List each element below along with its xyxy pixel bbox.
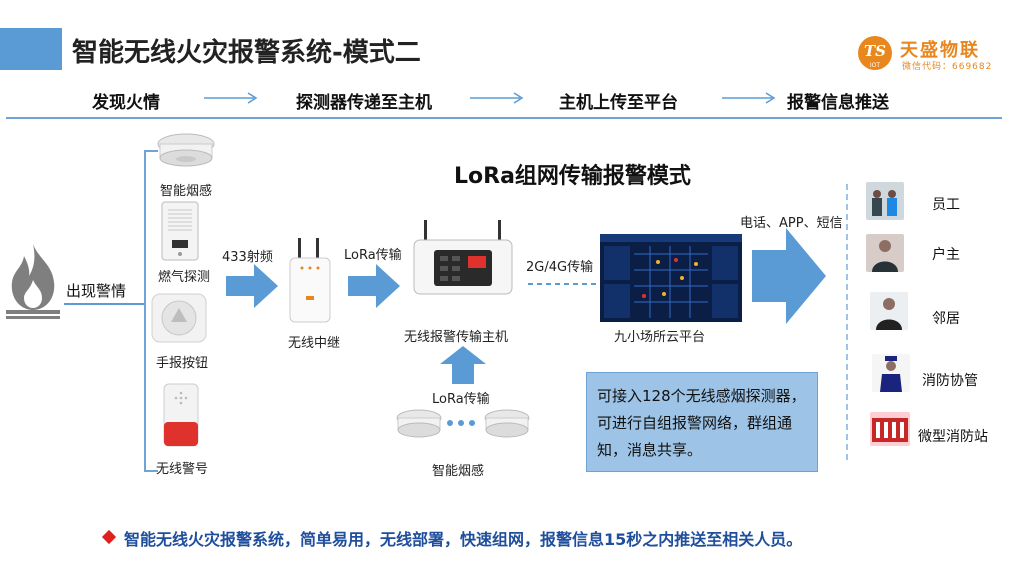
step-discover-fire: 发现火情 <box>92 93 160 113</box>
detector-group-bracket <box>144 150 158 472</box>
ellipsis-dots <box>447 420 475 426</box>
fire-icon <box>6 244 60 319</box>
wireless-relay-device <box>289 238 331 323</box>
bottom-smoke-detector-right <box>484 409 530 438</box>
fire-alarm-label: 出现警情 <box>66 282 127 300</box>
step-arrow-2 <box>470 92 524 104</box>
recipient-label-staff: 员工 <box>932 197 960 213</box>
recipient-label-owner: 户主 <box>932 247 960 263</box>
manual-button-device <box>151 293 207 343</box>
detector-label-siren: 无线警号 <box>156 462 209 477</box>
recipients-dashed-line <box>846 184 848 460</box>
recipient-photo-staff <box>866 182 904 220</box>
page-title: 智能无线火灾报警系统-模式二 <box>72 38 421 68</box>
link-label-433: 433射频 <box>222 250 273 265</box>
cloud-platform-screen <box>600 234 742 322</box>
relay-label: 无线中继 <box>288 336 341 351</box>
bottom-smoke-label: 智能烟感 <box>432 464 485 479</box>
step-arrow-1 <box>204 92 258 104</box>
recipient-photo-owner <box>866 234 904 272</box>
gas-detector-device <box>161 201 199 261</box>
bottom-smoke-detector-left <box>396 409 442 438</box>
brand-logo-mark: TS IOT <box>858 36 892 70</box>
bottom-link-label: LoRa传输 <box>432 392 490 407</box>
arrow-lora <box>348 264 400 308</box>
brand-logo: TS IOT 天盛物联 微信代码：669682 <box>856 34 998 74</box>
alarm-host-device <box>413 220 513 295</box>
logo-mark-text: IOT <box>870 62 880 69</box>
push-channels-label: 电话、APP、短信 <box>740 216 843 231</box>
footer-bullet-icon <box>101 529 117 545</box>
title-accent-bar <box>0 28 62 70</box>
recipient-label-neighbor: 邻居 <box>932 311 960 327</box>
footer-summary: 智能无线火灾报警系统，简单易用，无线部署，快速组网，报警信息15秒之内推送至相关… <box>124 530 803 549</box>
link-4g-dashed-line <box>528 283 596 285</box>
platform-label: 九小场所云平台 <box>614 330 706 345</box>
arrow-433 <box>226 264 278 308</box>
detector-label-button: 手报按钮 <box>156 356 209 371</box>
header-divider <box>6 117 1002 119</box>
brand-subtitle: 微信代码：669682 <box>902 62 993 72</box>
step-host-to-platform: 主机上传至平台 <box>559 93 678 113</box>
recipient-photo-neighbor <box>870 292 908 330</box>
diagram-title: LoRa组网传输报警模式 <box>454 164 691 189</box>
wireless-siren-device <box>163 383 199 447</box>
recipient-label-mini-fire-station: 微型消防站 <box>918 429 988 445</box>
recipient-photo-mini-fire-station <box>870 412 910 446</box>
detector-label-smoke: 智能烟感 <box>160 184 213 199</box>
arrow-up-to-host <box>440 346 486 384</box>
step-push-alarm: 报警信息推送 <box>787 93 889 113</box>
step-arrow-3 <box>722 92 776 104</box>
link-label-lora: LoRa传输 <box>344 248 402 263</box>
info-box: 可接入128个无线感烟探测器，可进行自组报警网络，群组通知，消息共享。 <box>586 372 818 472</box>
svg-text:TS: TS <box>864 42 886 60</box>
brand-name: 天盛物联 <box>900 40 980 61</box>
recipient-photo-fire-assistant <box>872 354 910 392</box>
host-label: 无线报警传输主机 <box>404 330 509 345</box>
step-detector-to-host: 探测器传递至主机 <box>296 93 432 113</box>
smoke-detector-device <box>157 133 215 167</box>
arrow-push <box>752 228 826 324</box>
fire-to-detectors-line <box>64 303 146 305</box>
link-label-4g: 2G/4G传输 <box>526 260 594 275</box>
recipient-label-fire-assistant: 消防协管 <box>922 373 978 389</box>
detector-label-gas: 燃气探测 <box>158 270 211 285</box>
